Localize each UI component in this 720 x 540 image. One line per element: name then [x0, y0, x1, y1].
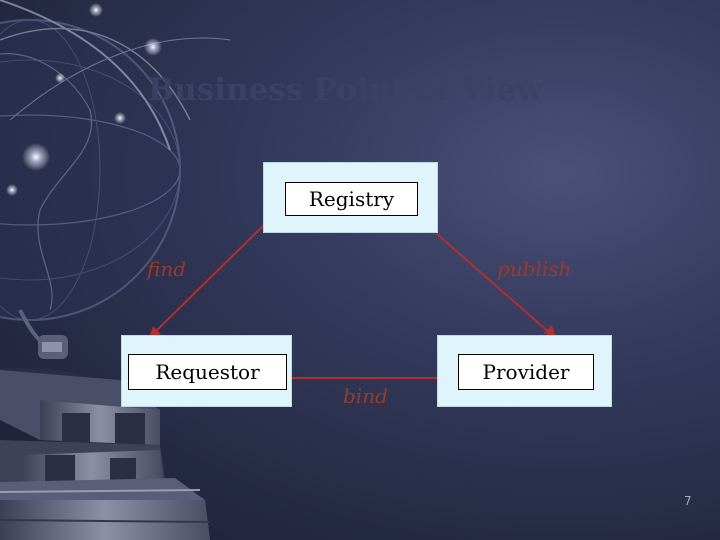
provider-label: Provider [458, 354, 594, 390]
connector-find [151, 223, 266, 336]
requestor-label: Requestor [128, 354, 287, 390]
registry-node: Registry [263, 162, 438, 233]
books-decoration [0, 370, 211, 540]
edge-label-bind: bind [343, 384, 388, 408]
arrowhead-publish [544, 325, 556, 338]
requestor-node: Requestor [121, 335, 292, 407]
page-number: 7 [684, 494, 692, 508]
slide-title: Business Point of View [148, 72, 544, 108]
registry-label: Registry [285, 182, 418, 216]
globe-decoration [0, 0, 231, 352]
provider-node: Provider [437, 335, 612, 407]
edge-label-publish: publish [497, 257, 572, 281]
connector-publish [436, 233, 553, 336]
edge-label-find: find [147, 257, 187, 281]
